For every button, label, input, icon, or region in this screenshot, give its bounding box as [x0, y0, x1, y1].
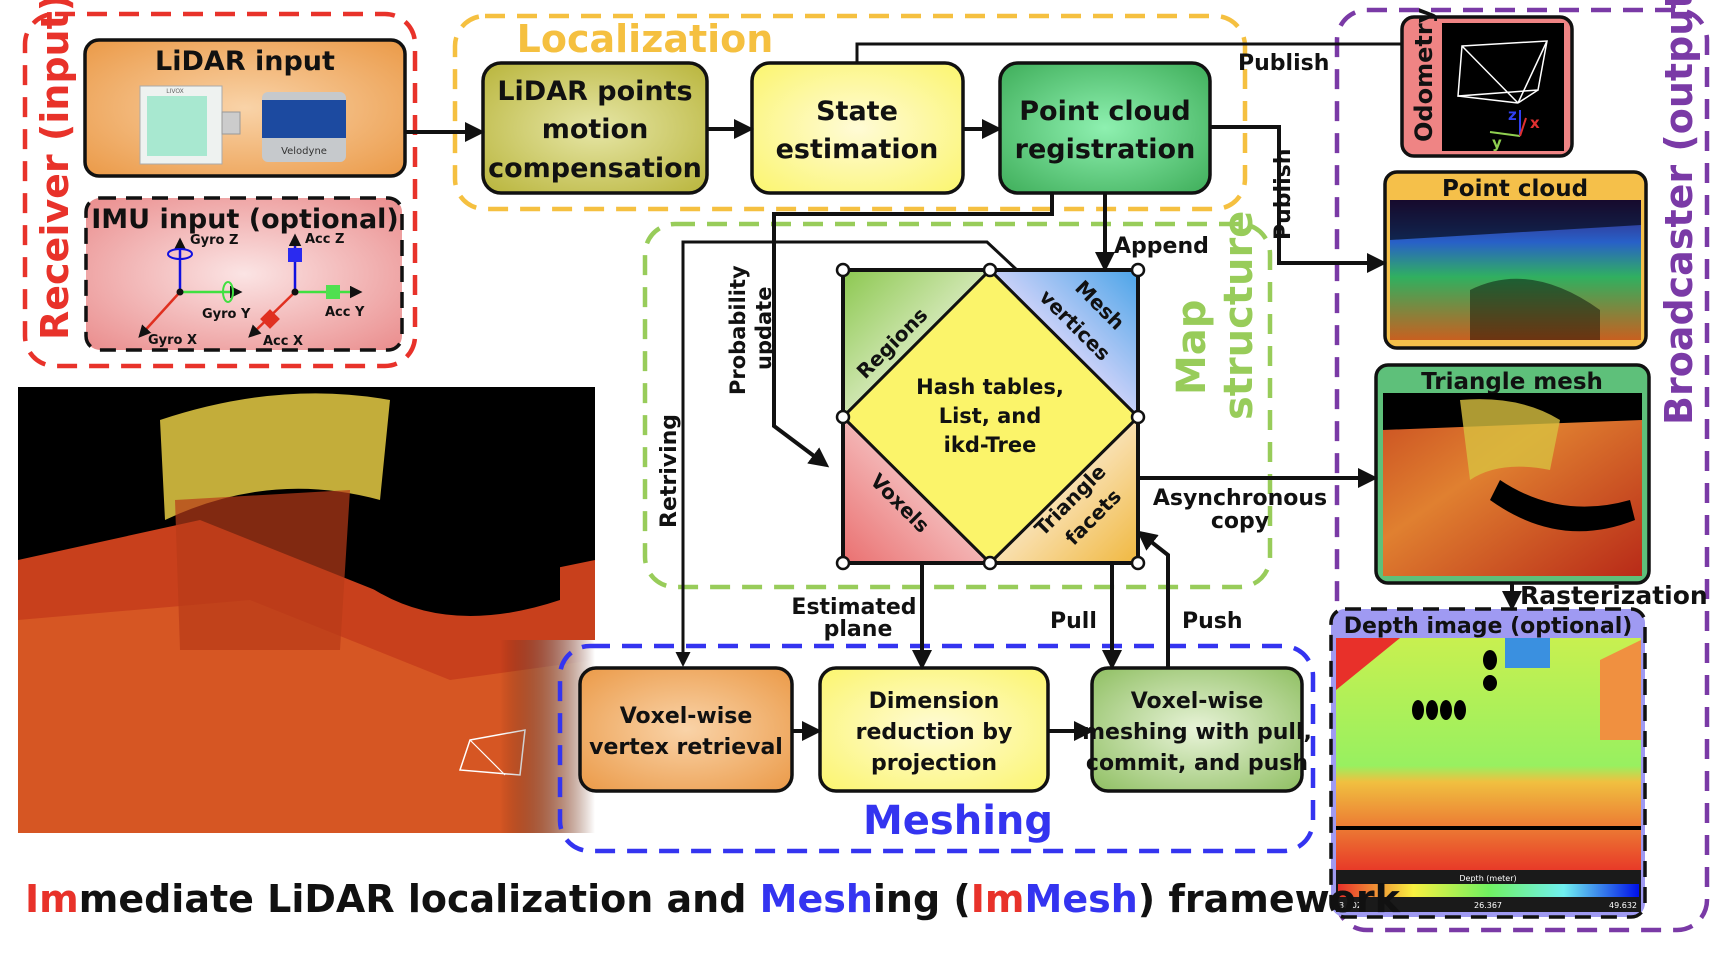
- svg-text:Gyro Y: Gyro Y: [202, 307, 251, 322]
- svg-text:meshing with pull,: meshing with pull,: [1082, 720, 1312, 745]
- svg-text:Rasterization: Rasterization: [1520, 581, 1708, 610]
- lidar-input-title: LiDAR input: [155, 46, 335, 77]
- depth-image: [1336, 638, 1641, 870]
- map-structure-label-2: structure: [1216, 211, 1262, 420]
- svg-text:y: y: [1492, 134, 1502, 152]
- svg-text:projection: projection: [871, 751, 997, 776]
- broadcaster-group: Broadcaster (output): [1334, 0, 1710, 933]
- edge-probability-update: [772, 193, 1054, 468]
- svg-text:Pull: Pull: [1050, 609, 1097, 634]
- map-structure-diagram: Hash tables, List, and ikd-Tree Regions …: [835, 262, 1146, 571]
- edge-publish-pointcloud: [1210, 125, 1387, 273]
- svg-text:Hash tables,: Hash tables,: [916, 375, 1064, 399]
- triangle-mesh-panel: Triangle mesh: [1374, 363, 1651, 585]
- svg-text:LiDAR points: LiDAR points: [497, 76, 692, 107]
- camera-frustum-icon: [1457, 40, 1548, 104]
- svg-text:Acc Y: Acc Y: [325, 305, 365, 320]
- title-part: Im: [25, 877, 79, 921]
- svg-text:Append: Append: [1114, 234, 1209, 259]
- meshing-group: Meshing: [557, 643, 1316, 854]
- odometry-panel: Odometry z x y: [1400, 7, 1574, 158]
- framework-title: Immediate LiDAR localization and Meshing…: [25, 877, 1401, 921]
- svg-text:reduction by: reduction by: [856, 720, 1013, 745]
- svg-text:Publish: Publish: [1238, 51, 1329, 76]
- edge-publish-odometry: [855, 42, 1402, 63]
- svg-text:Push: Push: [1182, 609, 1243, 634]
- map-structure-group: Map structure: [642, 211, 1273, 590]
- point-cloud-panel: Point cloud: [1383, 170, 1648, 350]
- meshing-group-label: Meshing: [863, 798, 1053, 844]
- velodyne-sensor-icon: Velodyne: [262, 92, 346, 162]
- svg-text:Dimension: Dimension: [869, 689, 1000, 714]
- depth-min-label: 3.102: [1339, 901, 1362, 910]
- svg-text:Asynchronous: Asynchronous: [1153, 486, 1327, 511]
- svg-text:registration: registration: [1015, 134, 1196, 165]
- svg-text:Point cloud: Point cloud: [1019, 96, 1190, 127]
- map-structure-label-1: Map: [1169, 300, 1215, 395]
- svg-text:copy: copy: [1211, 509, 1269, 534]
- svg-text:Point cloud: Point cloud: [1442, 176, 1588, 202]
- edge-push: [1136, 530, 1170, 668]
- depth-colorbar-label: Depth (meter): [1459, 874, 1516, 883]
- svg-text:x: x: [1530, 114, 1540, 132]
- depth-colorbar: [1338, 884, 1639, 897]
- livox-sensor-icon: LIVOX: [139, 85, 241, 165]
- motion-compensation-box: LiDAR points motion compensation: [481, 61, 709, 195]
- depth-image-panel: Depth image (optional) Depth (meter) 3.1…: [1329, 607, 1647, 919]
- edge-retriving: [675, 240, 1019, 667]
- gyro-axes-icon: Gyro Z Gyro Y Gyro X: [138, 233, 251, 348]
- svg-text:Publish: Publish: [1271, 149, 1296, 240]
- title-part: mediate LiDAR localization and: [79, 877, 760, 921]
- svg-text:Gyro Z: Gyro Z: [190, 233, 238, 248]
- localization-group: Localization: [452, 13, 1248, 212]
- svg-text:Acc Z: Acc Z: [305, 232, 344, 247]
- svg-text:Voxel-wise: Voxel-wise: [620, 704, 753, 729]
- svg-text:Odometry: Odometry: [1410, 7, 1438, 142]
- svg-text:Voxel-wise: Voxel-wise: [1131, 689, 1264, 714]
- svg-text:State: State: [816, 96, 898, 127]
- svg-text:plane: plane: [824, 617, 893, 642]
- registration-box: Point cloud registration: [998, 61, 1212, 195]
- svg-text:Acc X: Acc X: [263, 334, 303, 349]
- svg-text:compensation: compensation: [488, 153, 702, 184]
- svg-text:Retriving: Retriving: [657, 414, 682, 528]
- accelerometer-axes-icon: Acc Z Acc Y Acc X: [248, 232, 365, 349]
- title-part: Mesh: [1025, 877, 1138, 921]
- svg-text:Triangle mesh: Triangle mesh: [1421, 369, 1603, 395]
- svg-text:Velodyne: Velodyne: [281, 146, 327, 157]
- receiver-group: Receiver (input): [22, 0, 418, 369]
- svg-text:motion: motion: [542, 114, 649, 145]
- title-part: Im: [971, 877, 1025, 921]
- svg-text:vertex retrieval: vertex retrieval: [589, 735, 783, 760]
- dimension-reduction-box: Dimension reduction by projection: [818, 666, 1050, 793]
- svg-text:Probability: Probability: [726, 265, 750, 395]
- title-part: ing (: [873, 877, 971, 921]
- edges: Publish Publish Append Probability updat…: [405, 42, 1708, 741]
- vertex-retrieval-box: Voxel-wise vertex retrieval: [578, 666, 794, 793]
- svg-text:List, and: List, and: [939, 404, 1042, 428]
- large-mesh-visualization: [18, 387, 595, 833]
- title-part: ) framework: [1138, 877, 1401, 921]
- svg-text:estimation: estimation: [776, 134, 939, 165]
- state-estimation-box: State estimation: [750, 61, 965, 195]
- depth-mid-label: 26.367: [1474, 901, 1502, 910]
- title-part: Mesh: [760, 877, 873, 921]
- svg-text:LIVOX: LIVOX: [166, 88, 184, 95]
- depth-max-label: 49.632: [1609, 901, 1637, 910]
- svg-text:update: update: [752, 287, 776, 370]
- svg-text:z: z: [1508, 106, 1517, 124]
- svg-text:ikd-Tree: ikd-Tree: [944, 433, 1037, 457]
- broadcaster-group-label: Broadcaster (output): [1657, 0, 1701, 425]
- svg-text:Estimated: Estimated: [791, 595, 916, 620]
- svg-text:Depth image (optional): Depth image (optional): [1344, 614, 1633, 639]
- receiver-group-label: Receiver (input): [33, 0, 77, 340]
- svg-text:Gyro X: Gyro X: [148, 333, 197, 348]
- voxel-meshing-box: Voxel-wise meshing with pull, commit, an…: [1082, 666, 1312, 793]
- svg-text:commit, and push: commit, and push: [1086, 751, 1308, 776]
- lidar-input-box: LiDAR input LIVOX Velodyne: [83, 38, 407, 178]
- imu-input-box: IMU input (optional) Gyro Z Gyro Y Gyro …: [84, 196, 404, 352]
- localization-group-label: Localization: [517, 17, 774, 61]
- imu-input-title: IMU input (optional): [91, 204, 399, 235]
